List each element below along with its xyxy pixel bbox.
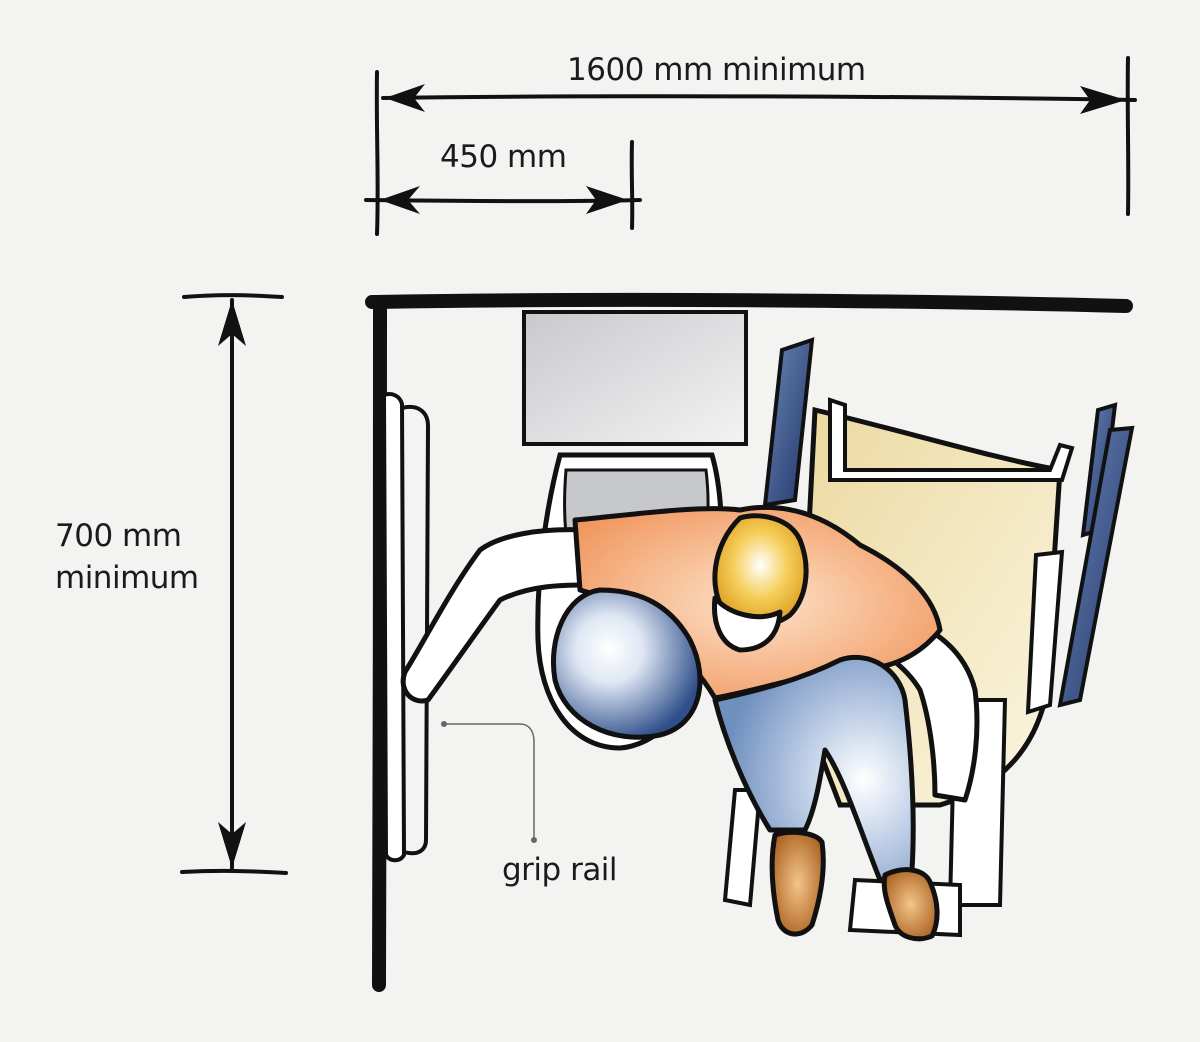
depth-dimension-line	[180, 293, 288, 875]
left-arm	[400, 527, 588, 704]
depth-dimension-label-line2: minimum	[55, 560, 199, 596]
left-boot	[769, 829, 826, 937]
width-dimension-label: 1600 mm minimum	[567, 52, 866, 88]
grip-rail	[381, 392, 431, 863]
grip-rail-leader-line	[444, 723, 535, 840]
person	[400, 504, 980, 942]
dimension-arrowheads	[380, 84, 1126, 214]
grip-rail-leader-end	[531, 837, 537, 843]
grip-rail-label: grip rail	[502, 852, 618, 888]
toilet-seat	[550, 587, 703, 740]
grip-rail-leader-dot	[441, 721, 447, 727]
hair	[712, 513, 809, 628]
right-boot	[881, 867, 940, 942]
cistern	[522, 310, 748, 446]
right-arm	[857, 612, 980, 803]
cubicle-walls	[365, 292, 1133, 992]
offset-dimension-label: 450 mm	[440, 139, 567, 175]
depth-arrowheads	[218, 300, 246, 868]
depth-dimension-label-line1: 700 mm	[55, 518, 182, 554]
face	[711, 595, 783, 653]
